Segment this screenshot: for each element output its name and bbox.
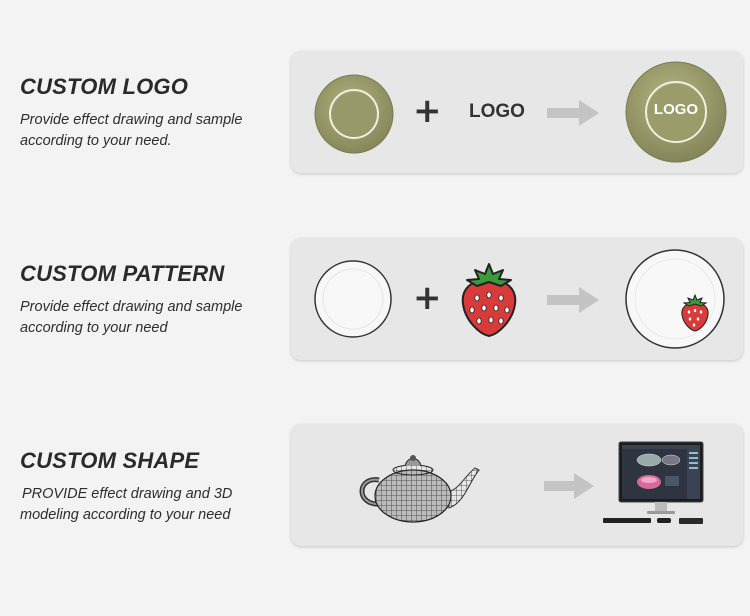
- custom-pattern-text: CUSTOM PATTERN Provide effect drawing an…: [20, 261, 290, 339]
- arrow-right-icon: [547, 100, 599, 126]
- custom-pattern-title: CUSTOM PATTERN: [20, 261, 225, 286]
- custom-logo-desc-line2: according to your need.: [20, 133, 172, 149]
- custom-shape-title: CUSTOM SHAPE: [20, 448, 200, 473]
- custom-shape-desc: PROVIDE effect drawing and 3D modeling a…: [20, 484, 290, 526]
- olive-plate-plain-icon: [314, 74, 394, 154]
- custom-pattern-desc: Provide effect drawing and sample accord…: [20, 297, 290, 339]
- custom-pattern-panel: +: [291, 238, 743, 360]
- custom-logo-title: CUSTOM LOGO: [20, 74, 189, 99]
- custom-logo-panel: + LOGO LOGO: [291, 51, 743, 173]
- custom-pattern-desc-line1: Provide effect drawing and sample: [20, 299, 243, 315]
- custom-shape-desc-line1: PROVIDE effect drawing and 3D: [22, 486, 233, 502]
- logo-placeholder-text: LOGO: [469, 101, 525, 122]
- custom-logo-text: CUSTOM LOGO Provide effect drawing and s…: [20, 74, 290, 152]
- plus-icon: +: [413, 91, 442, 131]
- plate-logo-label: LOGO: [653, 101, 699, 118]
- custom-pattern-desc-line2: according to your need: [20, 320, 168, 336]
- computer-icon: [603, 441, 704, 524]
- custom-logo-desc-line1: Provide effect drawing and sample: [20, 112, 243, 128]
- arrow-right-icon: [544, 473, 594, 499]
- custom-shape-desc-line2: modeling according to your need: [20, 507, 231, 523]
- teapot-icon: [359, 455, 480, 523]
- plus-icon: +: [413, 278, 442, 318]
- olive-plate-logo-icon: [625, 61, 727, 163]
- strawberry-icon: [461, 263, 517, 338]
- olive-plate-logo: LOGO: [624, 60, 728, 164]
- custom-shape-text: CUSTOM SHAPE PROVIDE effect drawing and …: [20, 448, 290, 526]
- white-plate-icon: [314, 260, 392, 338]
- strawberry-plate-icon: [625, 249, 725, 349]
- arrow-right-icon: [547, 287, 599, 313]
- custom-shape-panel: [291, 424, 743, 546]
- custom-logo-desc: Provide effect drawing and sample accord…: [20, 110, 290, 152]
